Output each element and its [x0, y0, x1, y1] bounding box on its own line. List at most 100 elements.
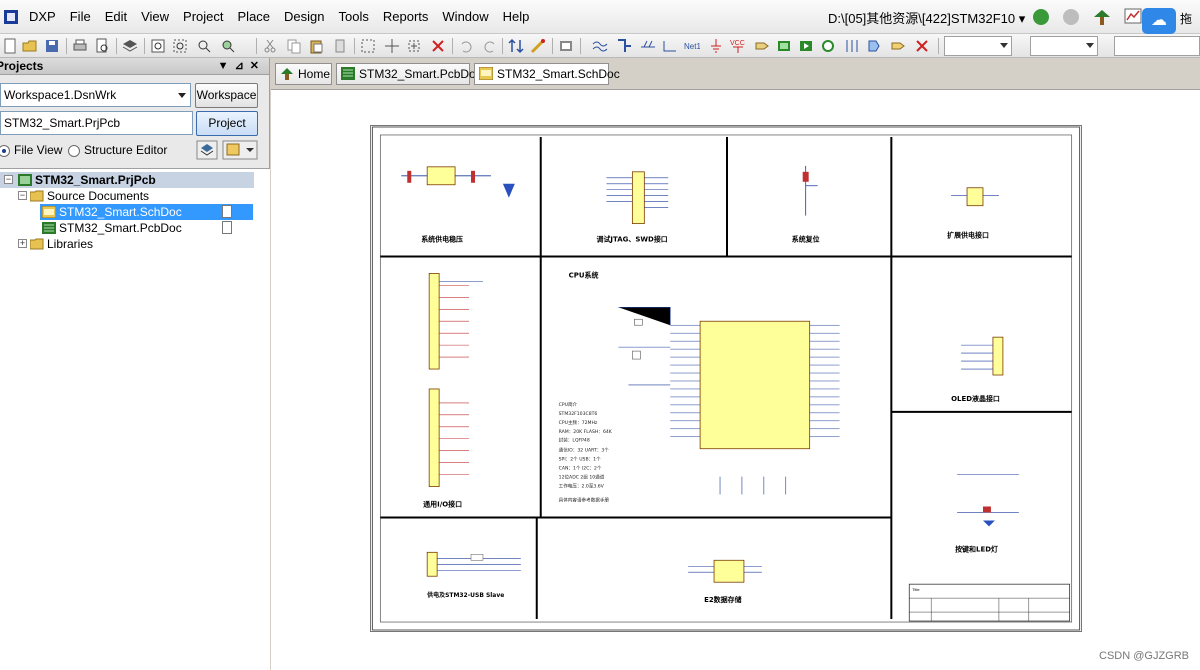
tab-pcbdoc[interactable]: STM32_Smart.PcbDoc [336, 63, 482, 85]
document-path-text: D:\[05]其他资源\[422]STM32F10 [828, 11, 1016, 26]
project-menu-icon[interactable] [222, 140, 258, 160]
no-erc-icon[interactable] [914, 38, 930, 54]
harness-entry-icon[interactable] [866, 38, 882, 54]
port-icon[interactable] [890, 38, 906, 54]
cloud-sync-icon[interactable]: ☁ [1142, 8, 1176, 34]
net-label-icon[interactable]: Net1 [684, 38, 700, 54]
tree-item-source-documents[interactable]: − Source Documents [0, 188, 270, 204]
place-wire-icon[interactable] [592, 38, 608, 54]
place-bus-entry-icon[interactable] [640, 38, 656, 54]
select-area-icon[interactable] [360, 38, 376, 54]
vcc-port-icon[interactable]: VCC [730, 38, 746, 54]
structure-editor-radio[interactable] [68, 145, 80, 157]
back-icon[interactable] [1033, 9, 1049, 25]
paste-icon[interactable] [308, 38, 324, 54]
layers-icon[interactable] [122, 38, 138, 54]
file-view-radio[interactable] [0, 145, 10, 157]
harness-connector-icon[interactable] [844, 38, 860, 54]
deselect-icon[interactable] [430, 38, 446, 54]
project-field[interactable]: STM32_Smart.PrjPcb [0, 111, 193, 135]
zoom-area-icon[interactable] [172, 38, 188, 54]
menu-help[interactable]: Help [502, 8, 530, 24]
collapse-icon[interactable]: − [4, 174, 13, 184]
collapse-icon[interactable]: − [18, 190, 27, 200]
menu-reports[interactable]: Reports [382, 8, 429, 24]
workspace-select[interactable]: Workspace1.DsnWrk [0, 83, 191, 107]
chevron-down-icon [178, 93, 186, 98]
workspace-button[interactable]: Workspace [195, 83, 258, 108]
filter-combo-3[interactable] [1114, 36, 1200, 56]
menu-tools[interactable]: Tools [338, 8, 369, 24]
open-folder-icon[interactable] [22, 38, 38, 54]
tab-home[interactable]: Home [275, 63, 332, 85]
place-net-label-icon[interactable] [662, 38, 678, 54]
workspace-row: Workspace1.DsnWrk Workspace [0, 83, 270, 109]
print-preview-icon[interactable] [94, 38, 110, 54]
gnd-port-icon[interactable] [708, 38, 724, 54]
compile-icon[interactable] [558, 38, 574, 54]
cross-probe-icon[interactable] [530, 38, 546, 54]
dxp-logo-icon[interactable] [4, 9, 18, 24]
hierarchy-up-down-icon[interactable] [508, 38, 524, 54]
print-icon[interactable] [72, 38, 88, 54]
zoom-dropdown-icon[interactable] [220, 38, 236, 54]
panel-menu-icon[interactable]: ▼ [217, 60, 235, 72]
chart-icon[interactable] [1124, 8, 1142, 24]
expand-icon[interactable]: + [18, 238, 27, 248]
filter-combo-1[interactable] [944, 36, 1012, 56]
redo-icon[interactable] [482, 38, 498, 54]
cut-icon[interactable] [262, 38, 278, 54]
main-toolbar: Net1 VCC [0, 34, 1200, 58]
sheet-entry-icon[interactable] [798, 38, 814, 54]
document-path[interactable]: D:\[05]其他资源\[422]STM32F10 ▾ [828, 11, 1026, 26]
place-bus-icon[interactable] [616, 38, 632, 54]
project-button[interactable]: Project [196, 111, 258, 136]
menu-view[interactable]: View [141, 8, 170, 24]
menu-project[interactable]: Project [183, 8, 224, 24]
menu-edit[interactable]: Edit [104, 8, 128, 24]
pcb-doc-icon [42, 222, 56, 234]
document-icon [222, 221, 232, 234]
section-ext-power: 扩展供电接口 [947, 231, 989, 240]
cpu-note-8: 12位ADC 2组 10通道 [559, 474, 605, 481]
tab-schdoc[interactable]: STM32_Smart.SchDoc [474, 63, 620, 85]
tree-item-source-documents-label: Source Documents [47, 189, 150, 203]
pcb-doc-icon [341, 67, 355, 80]
rubber-stamp-icon[interactable] [332, 38, 348, 54]
menu-dxp[interactable]: DXP [29, 8, 56, 24]
io-headers [428, 273, 483, 487]
copy-icon[interactable] [286, 38, 302, 54]
tree-item-libraries[interactable]: + Libraries [0, 236, 270, 252]
forward-icon[interactable] [1063, 9, 1079, 25]
tree-item-pcbdoc[interactable]: STM32_Smart.PcbDoc [0, 220, 270, 236]
regulator-circuit [401, 166, 515, 198]
panel-pin-icon[interactable]: ⊿ [234, 60, 250, 72]
menu-file[interactable]: File [69, 8, 91, 24]
select-move-icon[interactable] [406, 38, 422, 54]
tree-item-schdoc[interactable]: STM32_Smart.SchDoc [0, 204, 270, 220]
panel-close-icon[interactable]: ✕ [249, 60, 265, 72]
menu-design[interactable]: Design [284, 8, 325, 24]
schematic-sheet[interactable]: 系统供电稳压 调试JTAG、SWD接口 系统复位 扩展供电接口 通用I/O接口 [370, 125, 1082, 632]
device-sheet-icon[interactable] [820, 38, 836, 54]
place-part-icon[interactable] [754, 38, 770, 54]
section-eeprom: E2数据存储 [704, 595, 742, 604]
save-icon[interactable] [44, 38, 60, 54]
home-nav-icon[interactable] [1092, 8, 1112, 26]
project-options-icon[interactable] [196, 140, 218, 160]
zoom-fit-icon[interactable] [150, 38, 166, 54]
undo-icon[interactable] [458, 38, 474, 54]
filter-combo-2[interactable] [1030, 36, 1098, 56]
section-reset: 系统复位 [792, 235, 820, 244]
new-file-icon[interactable] [2, 38, 18, 54]
menu-window[interactable]: Window [442, 8, 489, 24]
folder-icon [30, 238, 44, 250]
menu-place[interactable]: Place [237, 8, 271, 24]
tree-item-project[interactable]: − STM32_Smart.PrjPcb [0, 172, 254, 188]
tree-item-libraries-label: Libraries [47, 237, 94, 251]
folder-icon [30, 190, 44, 202]
zoom-selected-icon[interactable] [196, 38, 212, 54]
move-icon[interactable] [384, 38, 400, 54]
sheet-symbol-icon[interactable] [776, 38, 792, 54]
view-mode-row: File View Structure Editor [0, 140, 270, 162]
